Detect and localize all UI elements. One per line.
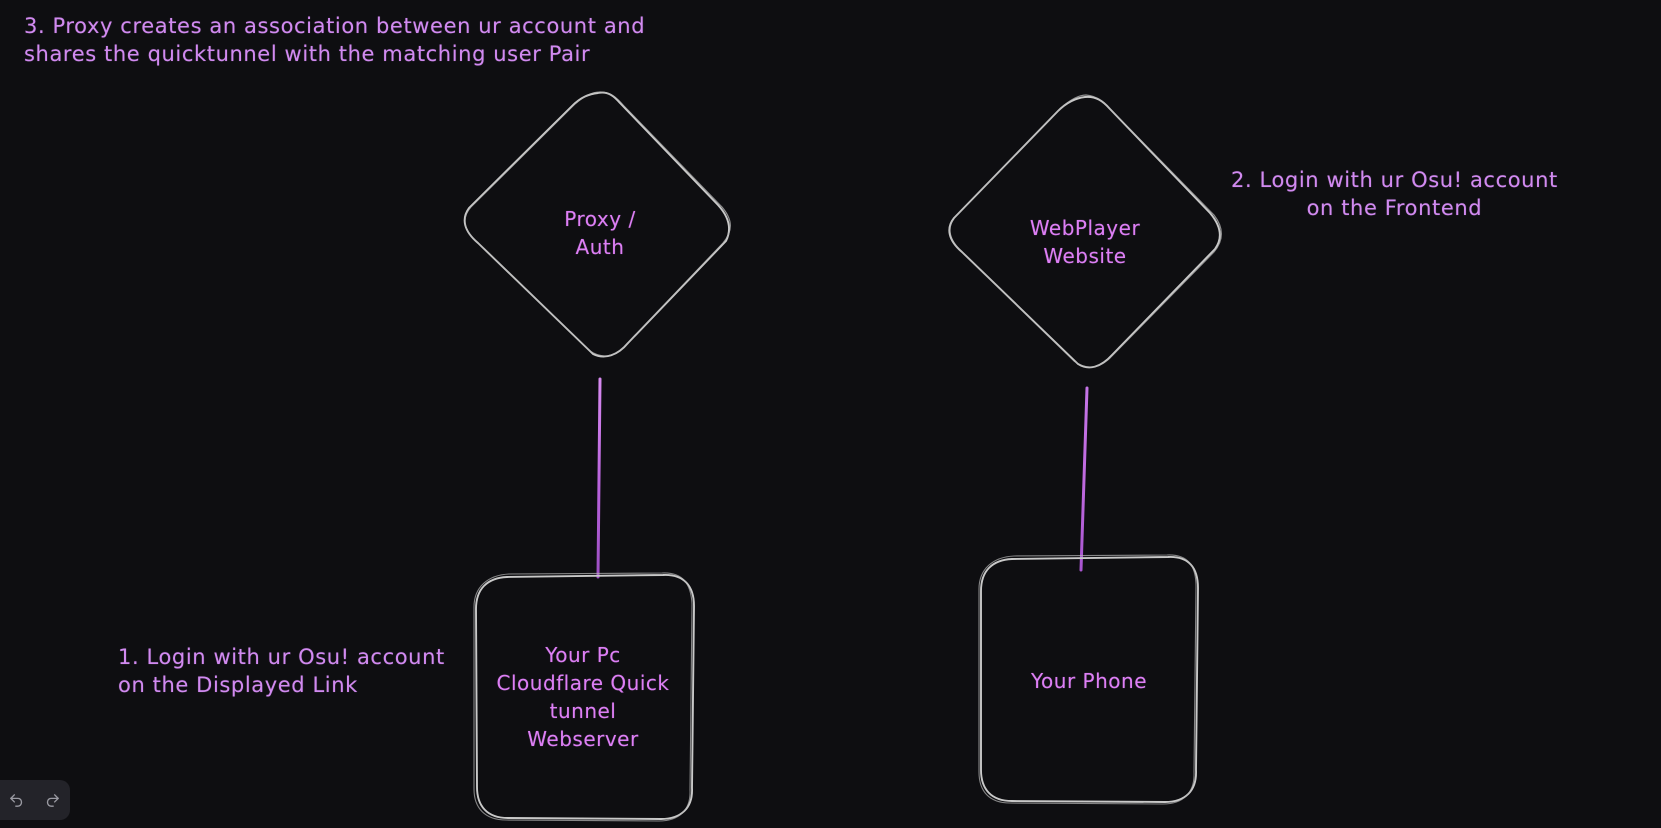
annotation-step-1: 1. Login with ur Osu! account on the Dis… xyxy=(118,645,445,697)
node-label-proxy-auth: Proxy / Auth xyxy=(564,207,636,259)
node-label-your-pc: Your Pc Cloudflare Quick tunnel Webserve… xyxy=(496,643,670,751)
annotation-step-3: 3. Proxy creates an association between … xyxy=(24,14,646,66)
connector-proxy-to-your-pc[interactable] xyxy=(596,377,602,579)
annotation-step-2: 2. Login with ur Osu! account on the Fro… xyxy=(1231,168,1558,220)
node-proxy-auth-shape[interactable] xyxy=(463,91,731,358)
redo-button[interactable] xyxy=(38,786,66,814)
connector-webplayer-to-your-phone[interactable] xyxy=(1079,386,1089,572)
node-your-phone-shape[interactable] xyxy=(978,554,1199,805)
node-webplayer-website-shape[interactable] xyxy=(948,94,1223,369)
undo-button[interactable] xyxy=(2,786,30,814)
node-label-your-phone: Your Phone xyxy=(1030,669,1148,693)
node-label-webplayer-website: WebPlayer Website xyxy=(1029,216,1141,268)
undo-arrow-icon xyxy=(8,792,25,809)
undo-redo-panel xyxy=(0,780,70,820)
node-your-pc-shape[interactable] xyxy=(473,572,695,822)
redo-arrow-icon xyxy=(44,792,61,809)
